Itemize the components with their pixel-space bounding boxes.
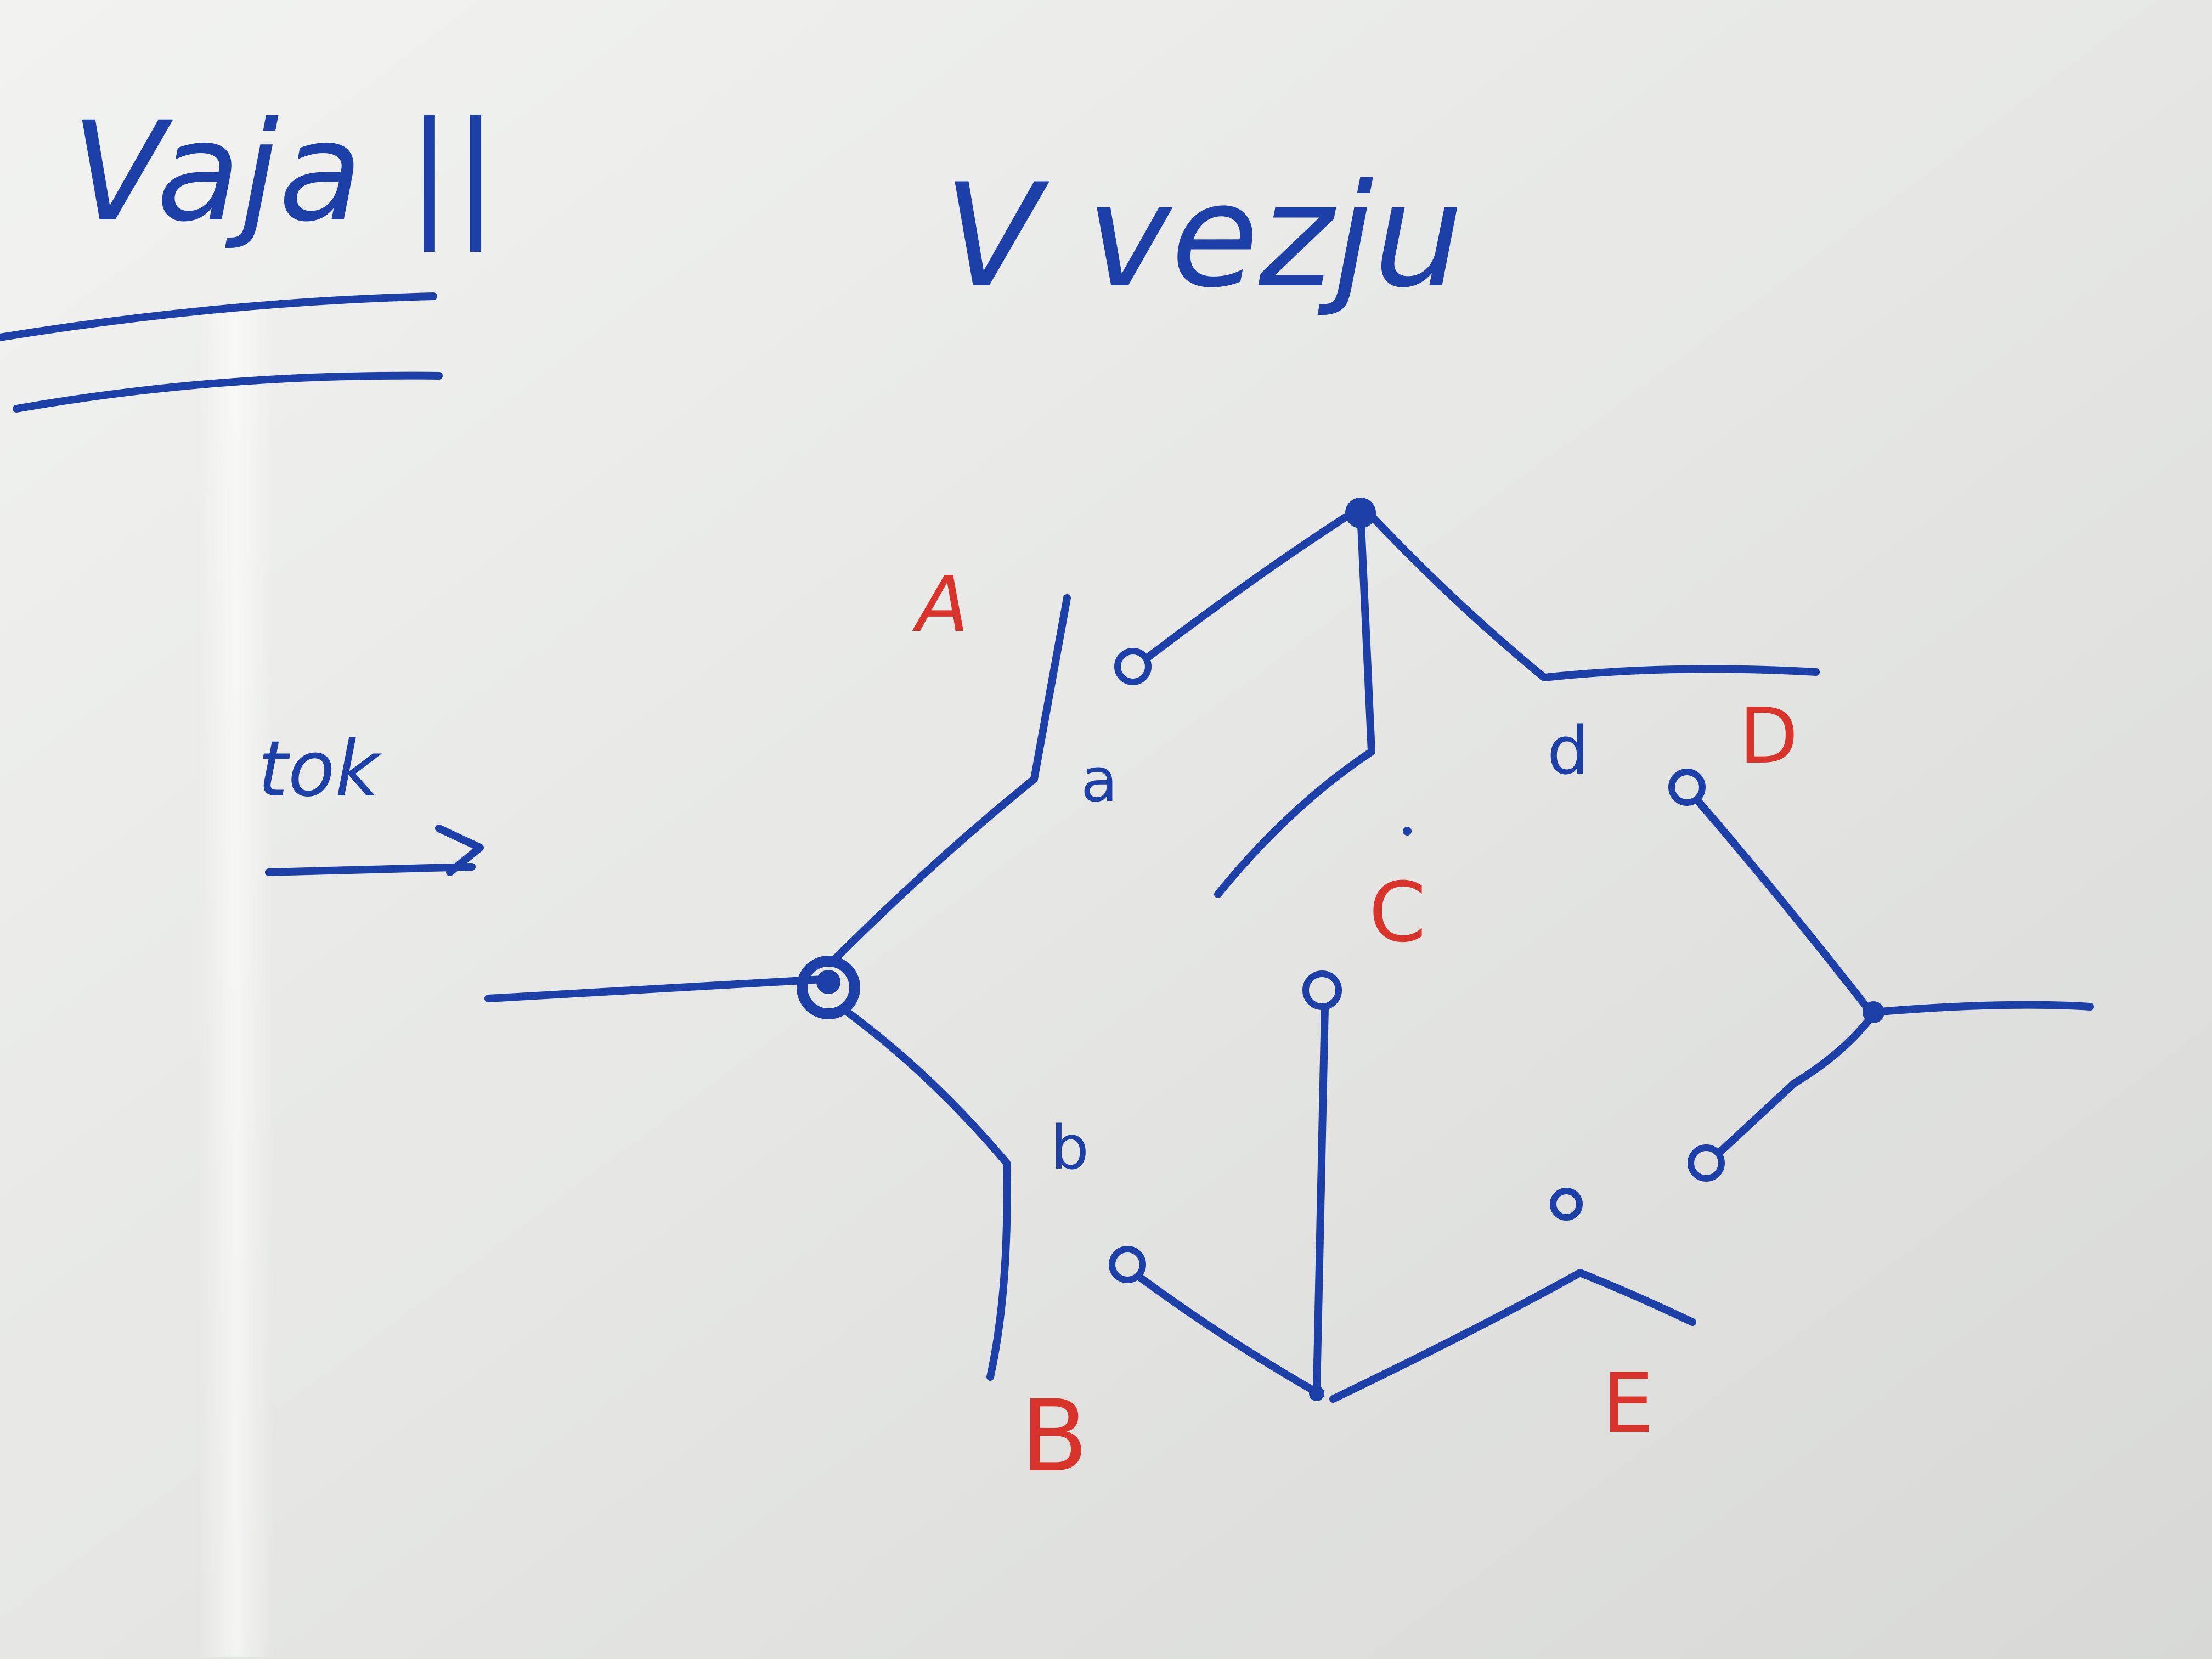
mid-contact [1302,970,1342,1010]
switch-b-blade [986,1159,1011,1381]
switch-d-blade [1541,665,1820,681]
wire-top-to-c [1357,509,1375,755]
wire-e-contact [1716,1080,1798,1156]
wire-bottom-to-mid [1313,1003,1329,1395]
output-wire [1870,1001,2094,1016]
title-vaja: Vaja || [71,92,499,252]
circuit-diagram [484,498,2094,1403]
group-label-C: C [1369,865,1426,961]
switch-label-b: b [1051,1113,1089,1183]
wire-b-to-bottom [1137,1274,1318,1395]
wire-node-to-a [827,775,1038,967]
group-label-B: B [1020,1379,1088,1494]
title-underline-1 [0,292,437,341]
switch-b-contact [1109,1246,1146,1283]
switch-d-contact [1668,769,1706,806]
group-label-D: D [1739,692,1798,781]
light-glare [198,307,274,1657]
flow-label: tok [258,725,382,814]
switch-label-a: a [1081,745,1118,815]
input-node-fill [816,970,840,994]
switch-a-blade [1030,594,1071,783]
wire-bottom-to-e [1329,1269,1584,1403]
wire-node-to-b [844,1008,1011,1167]
title-vezju: V vezju [944,154,1464,319]
svg-text:Vaja ||: Vaja || [71,92,499,252]
input-wire [484,975,827,1002]
group-label-E: E [1602,1356,1654,1452]
switch-c-blade [1214,748,1375,898]
switch-c-contact [1403,827,1412,836]
flow-arrow [265,825,484,876]
wire-a-to-top [1143,504,1364,662]
wire-d-to-output [1694,797,1875,1016]
switch-e-contact-left [1550,1188,1583,1221]
switch-a-contact [1114,648,1152,685]
group-label-A: A [912,560,969,650]
switch-e-lower-blade [1576,1269,1696,1326]
svg-text:V vezju: V vezju [944,154,1464,319]
switch-label-d: d [1547,713,1589,789]
switch-e-contact-right [1688,1144,1725,1182]
title-underline-2 [13,371,443,413]
wire-top-to-d [1362,506,1548,681]
switch-e-blade [1790,1014,1875,1087]
